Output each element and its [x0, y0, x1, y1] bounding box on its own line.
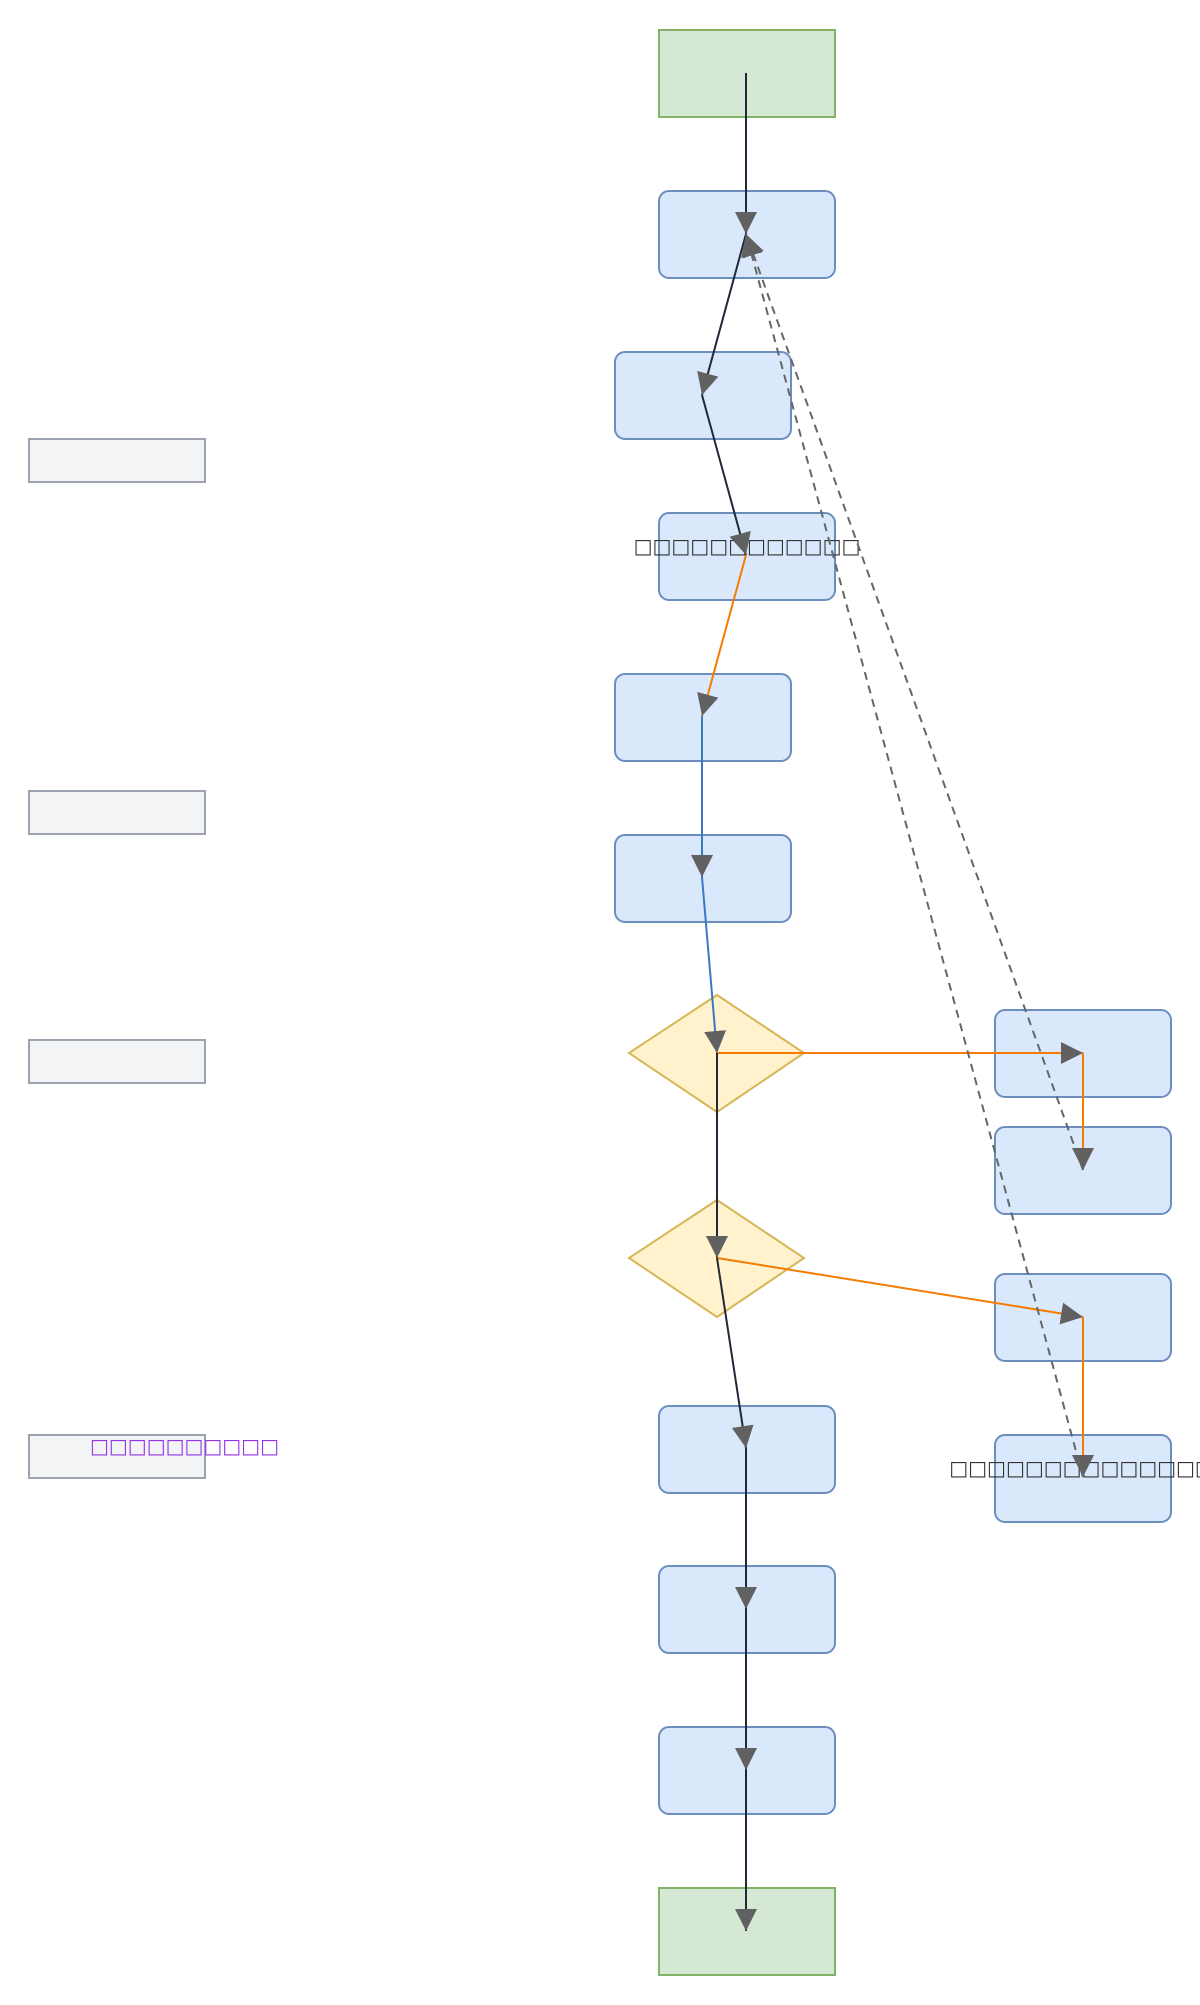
edge-rb-to-n2-dashed — [743, 233, 1084, 1171]
note-box-4[interactable] — [28, 1434, 206, 1479]
edge-d2-to-n7 — [716, 1257, 754, 1449]
edge-n3-to-n4 — [701, 394, 751, 556]
note-boxes: □□□□□□□□□□ — [28, 438, 279, 1479]
note-box-4-label: □□□□□□□□□□ — [90, 1434, 279, 1458]
note-box-3[interactable] — [28, 1039, 206, 1084]
note-box-1[interactable] — [28, 438, 206, 483]
edge-n2-to-n3 — [697, 233, 747, 396]
edge-n4-to-n5 — [697, 554, 747, 717]
right-node-d-label: □□□□□□□□□□□□□□□ — [949, 1456, 1200, 1480]
edge-d2-to-rc — [716, 1257, 1084, 1325]
note-box-2[interactable] — [28, 790, 206, 835]
process-node-4[interactable] — [658, 512, 836, 601]
nodes: □□□□□□□□□□□□ □□□□□□□□□□□□□□□ — [614, 29, 1200, 1976]
process-node-4-label: □□□□□□□□□□□□ — [634, 534, 861, 558]
edges — [691, 73, 1094, 1931]
edge-rd-to-n2-dashed — [741, 233, 1084, 1478]
edge-n6-to-d1 — [701, 876, 727, 1054]
